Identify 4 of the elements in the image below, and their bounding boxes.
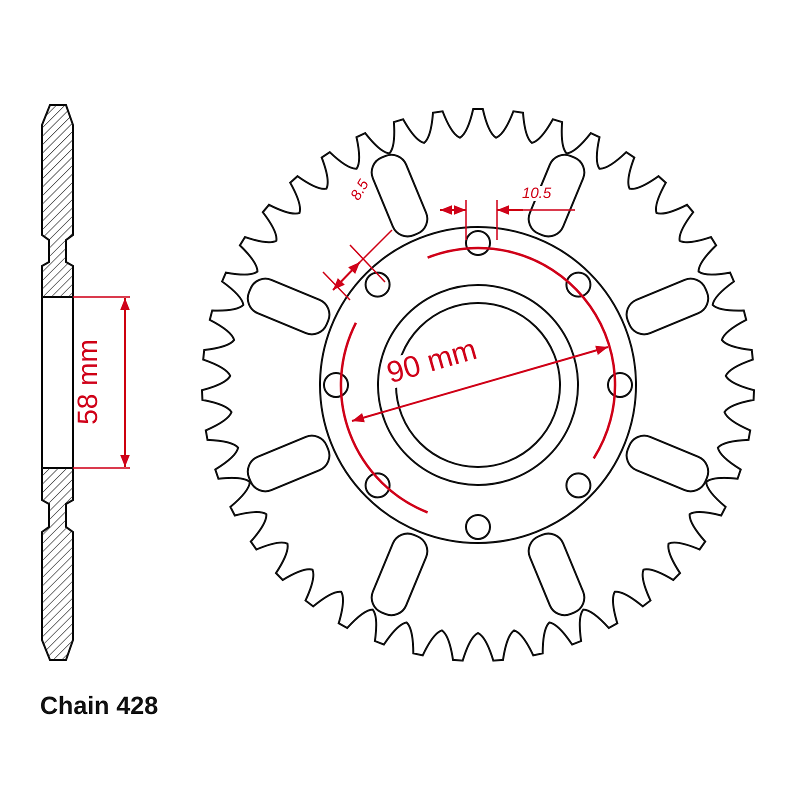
dimension-label: 8.5 [348, 177, 372, 203]
dimension-label: 10.5 [522, 186, 552, 201]
chain-size-label: Chain 428 [40, 694, 158, 719]
dimension-label: 58 mm [74, 339, 102, 425]
